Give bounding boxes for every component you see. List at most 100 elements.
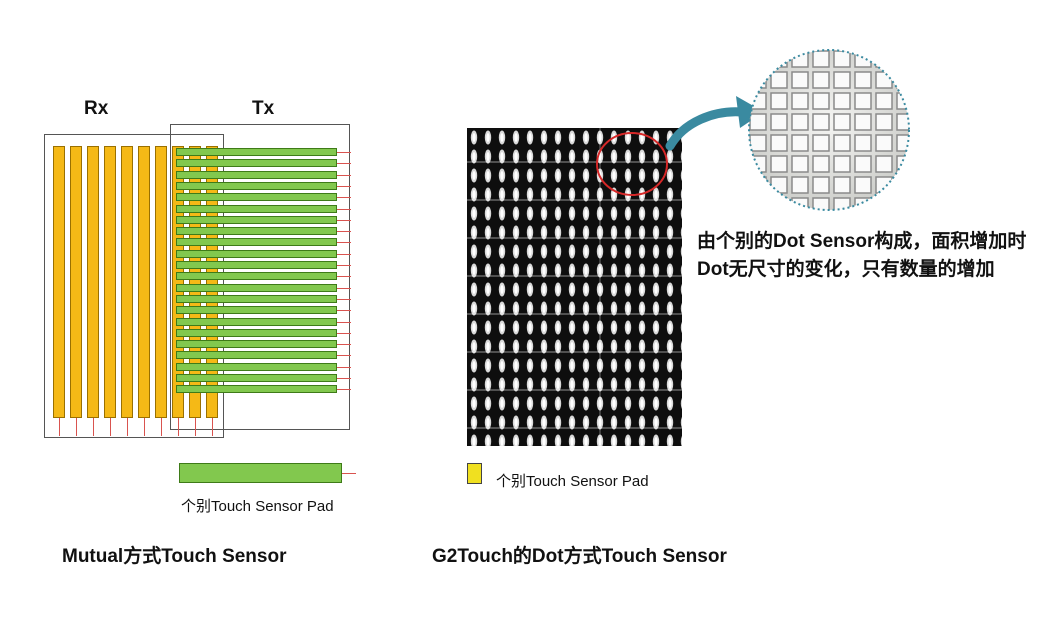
dot-cell [749, 92, 767, 110]
rx-bar [189, 146, 201, 418]
tx-lead [337, 276, 351, 278]
dot-cell [749, 113, 767, 131]
dot-cell [749, 134, 767, 152]
dot-cell [854, 155, 872, 173]
rx-bar [70, 146, 82, 418]
dot-cell [812, 50, 830, 68]
tx-lead [337, 332, 351, 334]
rx-lead [76, 418, 77, 436]
tx-lead [337, 163, 351, 165]
dot-cell [791, 155, 809, 173]
mutual-legend-label: 个别Touch Sensor Pad [181, 498, 334, 515]
tx-bar [176, 249, 337, 258]
tx-bar [176, 328, 337, 337]
rx-lead [59, 418, 60, 436]
tx-bar [176, 362, 337, 371]
tx-lead [337, 185, 351, 187]
dot-cell [833, 155, 851, 173]
dot-cell [791, 176, 809, 194]
rx-lead [144, 418, 145, 436]
tx-lead [337, 344, 351, 346]
tx-lead [337, 242, 351, 244]
tx-label: Tx [252, 98, 275, 119]
tx-lead [337, 389, 351, 391]
dot-cell [833, 176, 851, 194]
rx-bar [138, 146, 150, 418]
tx-lead [337, 174, 351, 176]
dot-cell [770, 71, 788, 89]
dot-cell [770, 197, 788, 210]
tx-bar [176, 159, 337, 168]
tx-lead [337, 310, 351, 312]
dot-cell [791, 92, 809, 110]
tx-bar [176, 351, 337, 360]
dot-cell [896, 92, 909, 110]
zoom-arrow [665, 96, 764, 151]
dot-cell [854, 134, 872, 152]
tx-lead [337, 355, 351, 357]
tx-bar [176, 238, 337, 247]
dot-caption: G2Touch的Dot方式Touch Sensor [432, 546, 727, 567]
tx-bar [176, 340, 337, 349]
dot-cell [875, 176, 893, 194]
tx-lead [337, 321, 351, 323]
rx-bar [87, 146, 99, 418]
dot-legend-label: 个别Touch Sensor Pad [496, 473, 649, 490]
mutual-caption: Mutual方式Touch Sensor [62, 546, 287, 567]
rx-lead [178, 418, 179, 436]
dot-cell [812, 113, 830, 131]
dot-cell [833, 50, 851, 68]
dot-cell [854, 50, 872, 68]
tx-lead [337, 219, 351, 221]
rx-lead [161, 418, 162, 436]
dot-cell [749, 155, 767, 173]
dot-cell [791, 50, 809, 68]
tx-lead [337, 366, 351, 368]
dot-cell [812, 155, 830, 173]
dot-cell [770, 176, 788, 194]
tx-lead [337, 265, 351, 266]
rx-bar [206, 146, 218, 418]
dot-cell [875, 197, 893, 210]
tx-bar [176, 204, 337, 213]
dot-cell [749, 50, 767, 68]
dot-cell [749, 71, 767, 89]
dot-cell [812, 176, 830, 194]
tx-bar [176, 306, 337, 315]
tx-bar [176, 283, 337, 292]
tx-bar [176, 148, 337, 156]
dot-cell [770, 155, 788, 173]
rx-bar [53, 146, 65, 418]
dot-cell [749, 176, 767, 194]
dot-cell [833, 113, 851, 131]
rx-lead [212, 418, 213, 436]
legend-pad-lead [342, 473, 356, 474]
tx-lead [337, 287, 351, 289]
legend-pad-yellow [467, 463, 482, 484]
dot-sensor-panel [467, 128, 682, 446]
dot-cell [833, 197, 851, 210]
dot-cell [875, 50, 893, 68]
dot-cell [770, 113, 788, 131]
dot-cell [854, 92, 872, 110]
dot-cell [875, 134, 893, 152]
dot-cell [854, 71, 872, 89]
dot-cell [896, 134, 909, 152]
tx-lead [337, 152, 351, 153]
dot-cell [854, 113, 872, 131]
dot-cell [812, 197, 830, 210]
dot-cell [896, 71, 909, 89]
tx-bar [176, 261, 337, 269]
dot-cell [791, 134, 809, 152]
tx-lead [337, 378, 351, 379]
tx-bar [176, 170, 337, 179]
dot-cell [896, 50, 909, 68]
dot-cell [896, 176, 909, 194]
rx-lead [110, 418, 111, 436]
dot-cell [770, 50, 788, 68]
tx-lead [337, 208, 351, 210]
tx-bar [176, 193, 337, 202]
dot-cell [875, 155, 893, 173]
rx-bar [172, 146, 184, 418]
dot-cell [791, 71, 809, 89]
